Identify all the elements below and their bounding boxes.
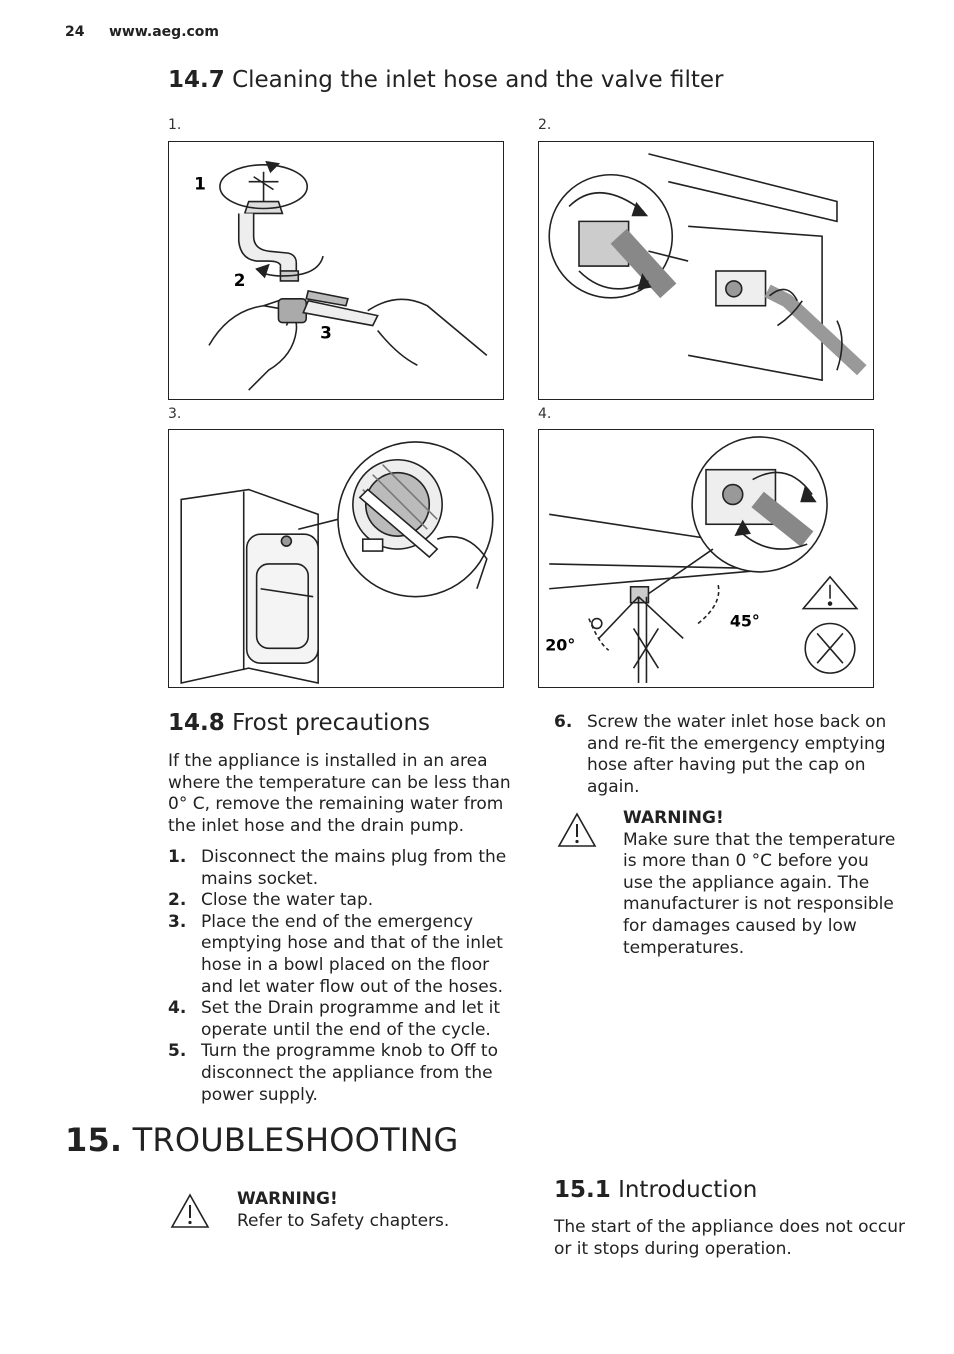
section-number: 15. xyxy=(65,1121,123,1159)
hose-angle-drawing: 20° 45° xyxy=(545,436,859,684)
warning-text: Make sure that the temperature is more t… xyxy=(623,829,896,958)
section-number: 14.7 xyxy=(168,67,225,93)
figure-3-label: 3. xyxy=(168,406,182,422)
list-item: 1.Disconnect the mains plug from the mai… xyxy=(168,847,507,889)
valve-filter-cleaning-drawing xyxy=(180,441,494,685)
section-15-1-heading: 15.1 Introduction xyxy=(554,1177,757,1203)
troubleshooting-warning-block: WARNING! Refer to Safety chapters. xyxy=(237,1189,497,1232)
warning-title: WARNING! xyxy=(623,808,724,828)
introduction-paragraph: The start of the appliance does not occu… xyxy=(554,1217,905,1259)
section-title: Cleaning the inlet hose and the valve fi… xyxy=(232,67,724,93)
figure-2-illustration xyxy=(538,141,874,400)
list-item: 2.Close the water tap. xyxy=(168,890,374,911)
warning-triangle-icon xyxy=(557,812,597,847)
list-item: 4.Set the Drain programme and let it ope… xyxy=(168,998,501,1040)
callout-3: 3 xyxy=(320,322,332,342)
angle-20-label: 20° xyxy=(545,635,575,654)
warning-text: Refer to Safety chapters. xyxy=(237,1210,450,1231)
section-14-8-heading: 14.8 Frost precautions xyxy=(168,710,430,736)
page-number: 24 xyxy=(65,24,85,40)
tap-cleaning-drawing: 1 2 3 xyxy=(194,160,488,391)
section-14-7-heading: 14.7 Cleaning the inlet hose and the val… xyxy=(168,67,724,93)
figure-3-illustration xyxy=(168,429,504,688)
figure-1-illustration: 1 2 3 xyxy=(168,141,504,400)
callout-2: 2 xyxy=(234,270,246,290)
warning-title: WARNING! xyxy=(237,1189,338,1209)
header-url: www.aeg.com xyxy=(109,24,220,40)
list-item: 3.Place the end of the emergency emptyin… xyxy=(168,911,503,997)
frost-intro-paragraph: If the appliance is installed in an area… xyxy=(168,751,511,836)
figure-4-label: 4. xyxy=(538,406,552,422)
warning-triangle-icon xyxy=(170,1193,210,1228)
section-title: Frost precautions xyxy=(232,710,431,736)
list-item: 6.Screw the water inlet hose back on and… xyxy=(554,712,887,797)
angle-45-label: 45° xyxy=(730,611,760,630)
section-15-heading: 15. TROUBLESHOOTING xyxy=(65,1121,459,1159)
figure-4-illustration: 20° 45° xyxy=(538,429,874,688)
section-title: Introduction xyxy=(618,1177,758,1203)
list-item: 5.Turn the programme knob to Off to disc… xyxy=(168,1041,498,1105)
frost-steps-list: 1.Disconnect the mains plug from the mai… xyxy=(168,847,513,1106)
frost-steps-list-continued: 6.Screw the water inlet hose back on and… xyxy=(554,712,899,798)
section-title: TROUBLESHOOTING xyxy=(132,1121,459,1159)
frost-warning-block: WARNING! Make sure that the temperature … xyxy=(623,808,898,959)
figure-2-label: 2. xyxy=(538,117,552,133)
section-number: 14.8 xyxy=(168,710,225,736)
callout-1: 1 xyxy=(194,174,206,194)
section-number: 15.1 xyxy=(554,1177,611,1203)
figure-1-label: 1. xyxy=(168,117,182,133)
hose-removal-drawing xyxy=(548,153,867,382)
